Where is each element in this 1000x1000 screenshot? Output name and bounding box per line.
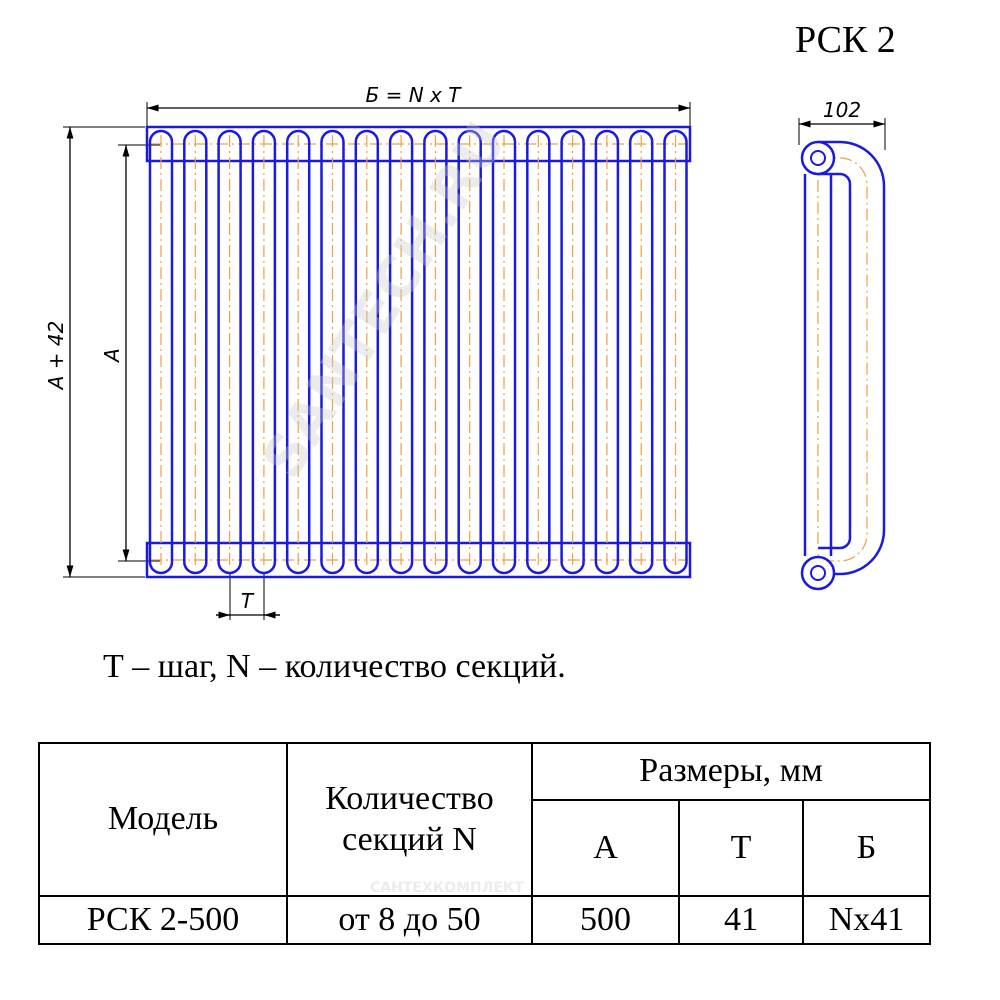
cell-a: 500 (531, 895, 680, 945)
bottom-collector-bore (810, 565, 826, 581)
radiator-side-view (800, 140, 886, 591)
radiator-tube (320, 129, 345, 575)
radiator-tube (526, 129, 551, 575)
cell-t: 41 (678, 895, 804, 945)
header-sizes: Размеры, мм (531, 742, 931, 801)
side-inner-contour (818, 172, 852, 550)
top-collector-bore (810, 150, 826, 166)
side-axis (817, 157, 868, 562)
radiator-tube (628, 129, 654, 575)
width-dimension-label: Б = N x T (366, 83, 463, 107)
radiator-tube (388, 129, 414, 575)
cell-b: Nx41 (802, 895, 931, 945)
radiator-tube (663, 129, 688, 575)
legend-note: Т – шаг, N – количество секций. (103, 648, 566, 685)
radiator-tube (217, 129, 242, 575)
cell-model: РСК 2-500 (38, 895, 288, 945)
spec-table: Модель Количество секций N Размеры, мм А… (38, 742, 931, 945)
radiator-tube (285, 129, 311, 575)
height-dimension-label: A (100, 348, 124, 364)
depth-dimension-label: 102 (823, 98, 861, 122)
total-height-dimension-label: A + 42 (44, 321, 68, 392)
radiator-tube (457, 129, 482, 575)
header-a: А (531, 799, 680, 897)
radiator-tube (251, 129, 277, 575)
radiator-tube (354, 129, 380, 575)
radiator-tube (183, 129, 208, 575)
header-sections: Количество секций N (286, 742, 533, 897)
radiator-tube (423, 129, 448, 575)
radiator-drawing: Б = N x T A + 42 A T 102 (44, 83, 886, 620)
cell-sections: от 8 до 50 (286, 895, 533, 945)
header-t: Т (678, 799, 804, 897)
step-dimension-label: T (241, 589, 255, 613)
radiator-tube (491, 129, 517, 575)
model-title: РСК 2 (795, 19, 896, 61)
radiator-tube (148, 129, 174, 575)
side-outer-contour (818, 140, 886, 576)
radiator-tube (594, 129, 620, 575)
top-collector (145, 125, 692, 163)
table-row: РСК 2-500 от 8 до 50 500 41 Nx41 (38, 895, 931, 945)
radiator-tube (560, 129, 585, 575)
bottom-collector (145, 541, 692, 579)
header-model: Модель (38, 742, 288, 897)
header-b: Б (802, 799, 931, 897)
radiator-front-view (145, 125, 692, 579)
